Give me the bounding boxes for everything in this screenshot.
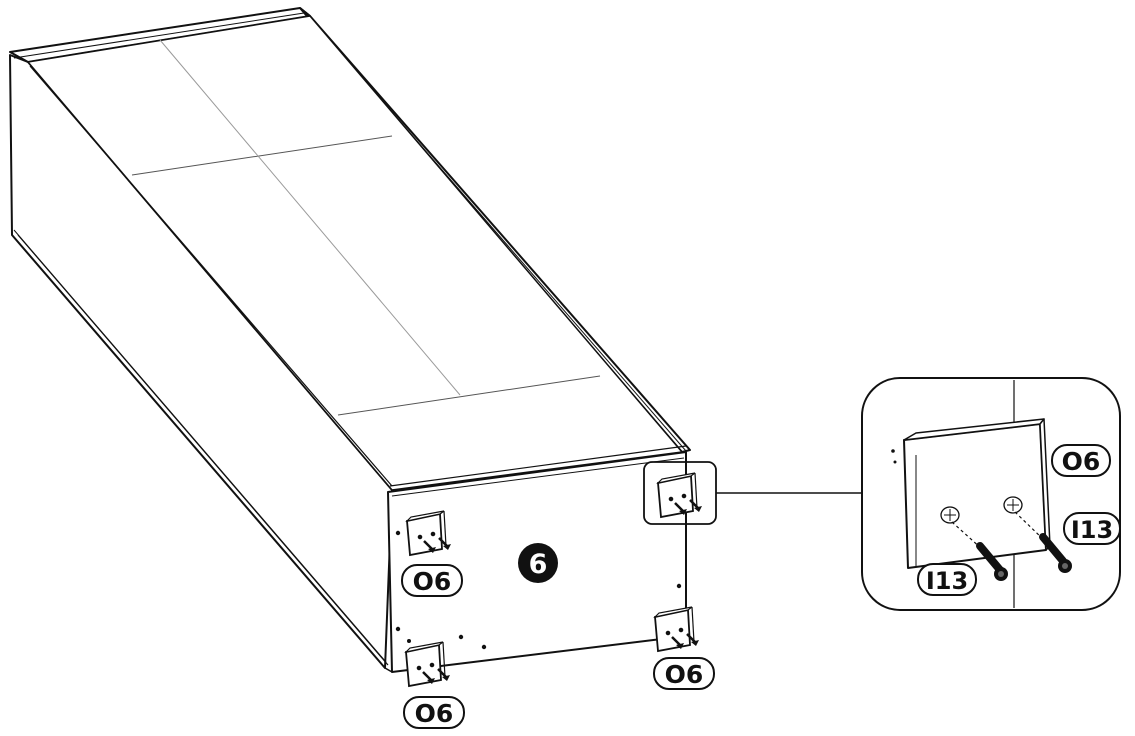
callout-foot-top-left: O6 xyxy=(401,564,463,597)
base-holes xyxy=(395,530,682,650)
shelf-line-upper xyxy=(131,135,393,176)
foot-bottom-right xyxy=(653,606,699,653)
callout-detail-screw-right-text: I13 xyxy=(1071,516,1113,544)
callout-foot-bottom-right-text: O6 xyxy=(665,660,704,689)
step-number-text: 6 xyxy=(529,549,548,580)
foot-bottom-left xyxy=(404,641,450,688)
callout-foot-bottom-left-text: O6 xyxy=(415,699,454,728)
callout-foot-bottom-right: O6 xyxy=(653,657,715,690)
callout-foot-top-left-text: O6 xyxy=(413,567,452,596)
detail-hole-left xyxy=(940,506,960,524)
shelf-line-lower xyxy=(337,375,601,416)
detail-screw-right xyxy=(1039,533,1072,573)
center-seam xyxy=(159,39,461,396)
callout-detail-screw-right: I13 xyxy=(1063,512,1121,545)
detail-foot-block xyxy=(903,418,1051,569)
callout-detail-foot: O6 xyxy=(1051,444,1111,477)
foot-top-right xyxy=(656,472,702,519)
callout-foot-bottom-left: O6 xyxy=(403,696,465,729)
detail-zoom-view: O6 I13 I13 xyxy=(861,377,1121,611)
detail-hole-right xyxy=(1003,496,1023,514)
step-number-badge: 6 xyxy=(518,543,558,583)
callout-detail-foot-text: O6 xyxy=(1062,447,1101,476)
foot-top-left xyxy=(405,510,451,557)
cabinet-carcass xyxy=(9,7,691,673)
detail-screw-left xyxy=(976,542,1008,581)
callout-detail-screw-left-text: I13 xyxy=(926,567,968,595)
callout-detail-screw-left: I13 xyxy=(917,563,977,596)
